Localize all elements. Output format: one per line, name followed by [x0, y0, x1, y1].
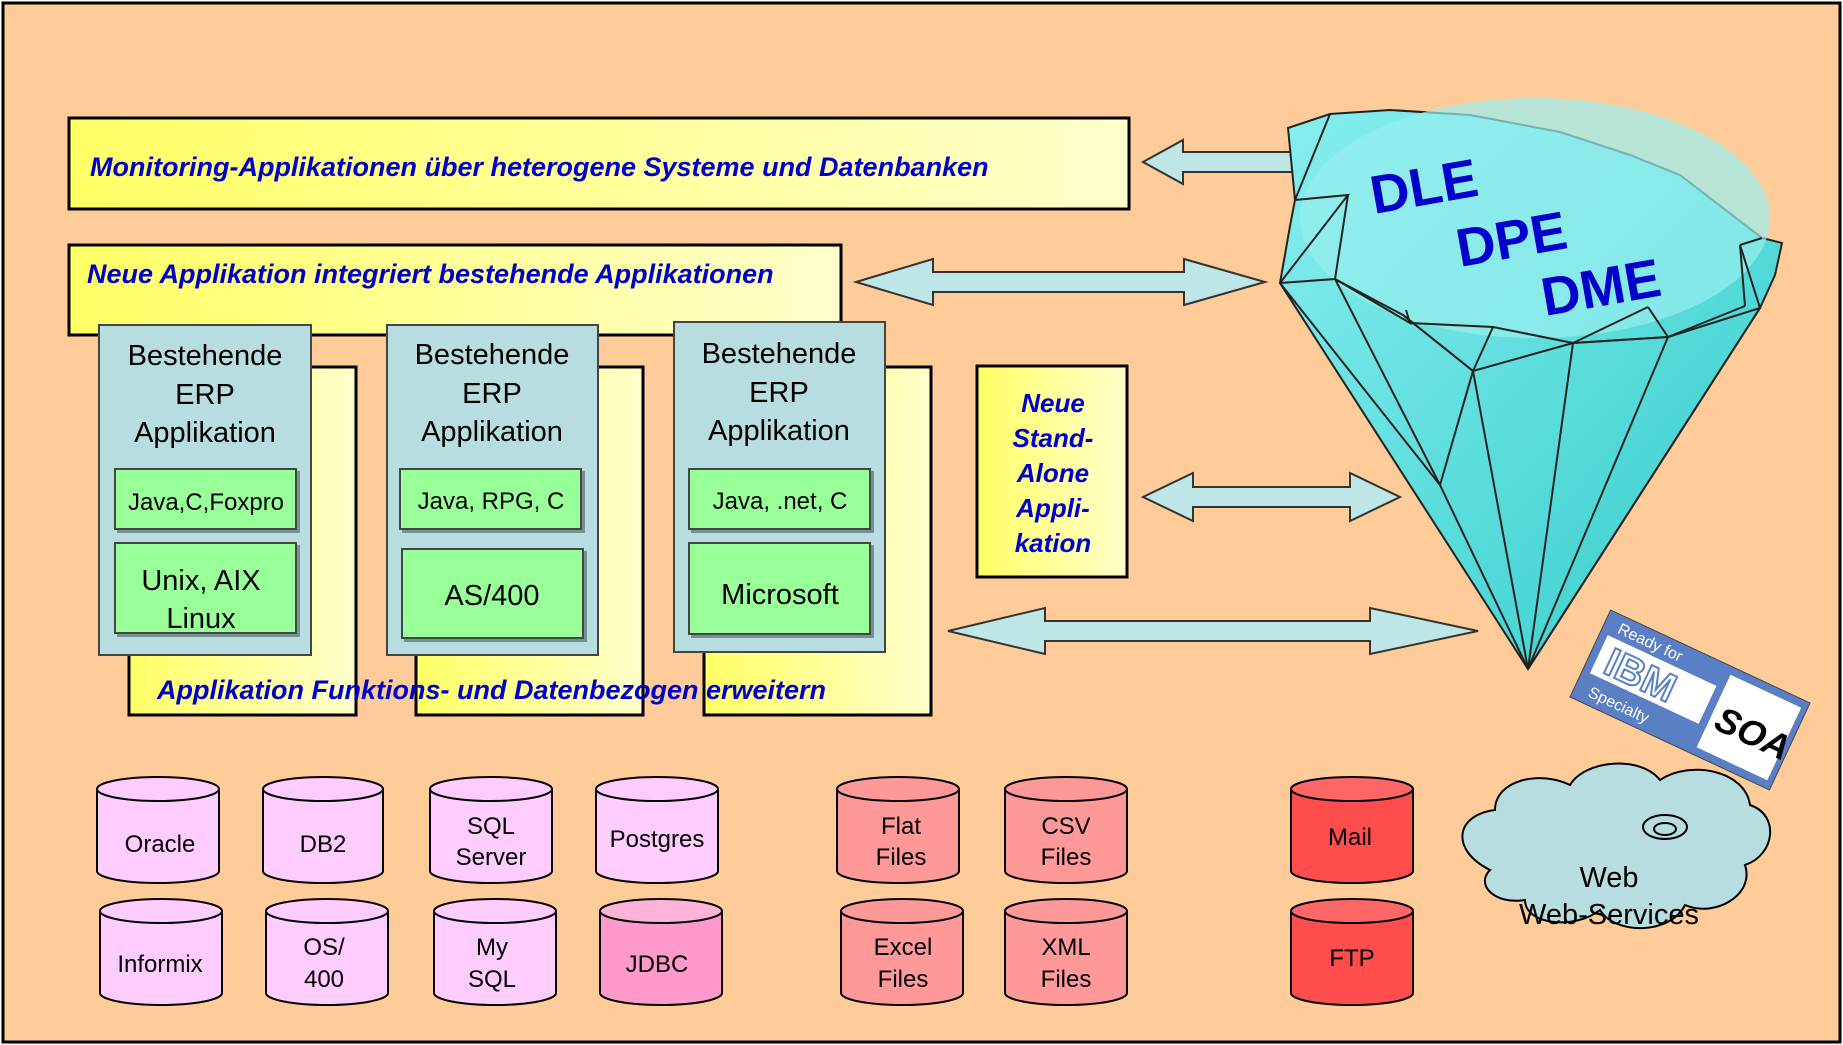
database-jdbc: JDBC [599, 898, 723, 1006]
erp-app-1: Bestehende ERP Applikation Java,C,Foxpro… [98, 324, 312, 656]
file-source-flat-label-2: Files [876, 844, 927, 871]
monitoring-banner: Monitoring-Applikationen über heterogene… [67, 116, 1131, 211]
database-sql-server: SQL Server [429, 776, 553, 884]
transfer-mail-label: Mail [1328, 824, 1372, 851]
erp-app-2-title-3: Applikation [421, 416, 563, 448]
erp-app-3-title-1: Bestehende [702, 338, 857, 370]
database-os400-label-2: 400 [304, 966, 344, 993]
erp-app-2-platform-1: AS/400 [444, 580, 539, 612]
file-source-excel-label-1: Excel [874, 934, 933, 961]
standalone-line-2: Stand- [1013, 423, 1094, 453]
double-arrow-integration [852, 257, 1269, 307]
file-source-xml-label-1: XML [1041, 934, 1090, 961]
web-services-cloud: Web Web-Services [1461, 762, 1772, 931]
erp-app-2: Bestehende ERP Applikation Java, RPG, C … [386, 324, 599, 656]
erp-app-2-title-2: ERP [462, 378, 522, 410]
database-os400: OS/ 400 [265, 898, 389, 1006]
erp-app-1-title-1: Bestehende [128, 340, 283, 372]
database-db2: DB2 [262, 776, 384, 884]
transfer-ftp-label: FTP [1329, 945, 1374, 972]
erp-app-1-title-3: Applikation [134, 417, 276, 449]
erp-app-2-lang: Java, RPG, C [418, 488, 565, 515]
database-sql-server-label-2: Server [456, 844, 527, 871]
web-label-1: Web [1579, 862, 1638, 894]
integration-banner-label: Neue Applikation integriert bestehende A… [87, 259, 774, 289]
file-source-xml: XML Files [1004, 898, 1128, 1006]
database-oracle: Oracle [96, 776, 220, 884]
database-mysql-label-2: SQL [468, 966, 516, 993]
erp-app-3-title-3: Applikation [708, 415, 850, 447]
double-arrow-extend [947, 606, 1479, 656]
file-source-flat-label-1: Flat [881, 813, 921, 840]
integration-banner: Neue Applikation integriert bestehende A… [67, 243, 843, 337]
erp-app-1-platform-2: Linux [166, 603, 236, 635]
file-source-excel: Excel Files [840, 898, 964, 1006]
database-postgres-label: Postgres [610, 826, 705, 853]
database-informix-label: Informix [117, 951, 202, 978]
erp-app-3-platform-1: Microsoft [721, 579, 839, 611]
standalone-line-3: Alone [1016, 458, 1089, 488]
database-oracle-label: Oracle [125, 831, 196, 858]
erp-app-2-title-1: Bestehende [415, 339, 570, 371]
database-os400-label-1: OS/ [303, 934, 345, 961]
database-db2-label: DB2 [300, 831, 347, 858]
standalone-app-box: Neue Stand- Alone Appli- kation [975, 364, 1129, 579]
double-arrow-standalone [1140, 471, 1403, 523]
transfer-ftp: FTP [1290, 898, 1414, 1006]
standalone-line-5: kation [1015, 528, 1092, 558]
file-source-flat: Flat Files [836, 776, 960, 884]
erp-app-3-lang: Java, .net, C [713, 488, 848, 515]
erp-app-1-title-2: ERP [175, 379, 235, 411]
standalone-line-4: Appli- [1015, 493, 1090, 523]
database-mysql: My SQL [433, 898, 557, 1006]
diamond-engine: DLE DPE DME [1278, 98, 1784, 671]
standalone-line-1: Neue [1021, 388, 1085, 418]
web-label-2: Web-Services [1519, 899, 1699, 931]
database-informix: Informix [99, 898, 223, 1006]
database-mysql-label-1: My [476, 934, 508, 961]
file-source-csv-label-1: CSV [1041, 813, 1090, 840]
file-source-csv-label-2: Files [1041, 844, 1092, 871]
database-sql-server-label-1: SQL [467, 813, 515, 840]
file-source-csv: CSV Files [1004, 776, 1128, 884]
erp-app-3-title-2: ERP [749, 377, 809, 409]
erp-app-3: Bestehende ERP Applikation Java, .net, C… [673, 321, 886, 653]
transfer-mail: Mail [1290, 776, 1414, 884]
erp-app-1-lang: Java,C,Foxpro [128, 489, 284, 516]
database-postgres: Postgres [595, 776, 719, 884]
database-jdbc-label: JDBC [626, 951, 689, 978]
file-source-excel-label-2: Files [878, 966, 929, 993]
erp-app-1-platform-1: Unix, AIX [141, 565, 260, 597]
monitoring-banner-label: Monitoring-Applikationen über heterogene… [90, 152, 989, 182]
file-source-xml-label-2: Files [1041, 966, 1092, 993]
extend-label: Applikation Funktions- und Datenbezogen … [156, 675, 826, 705]
